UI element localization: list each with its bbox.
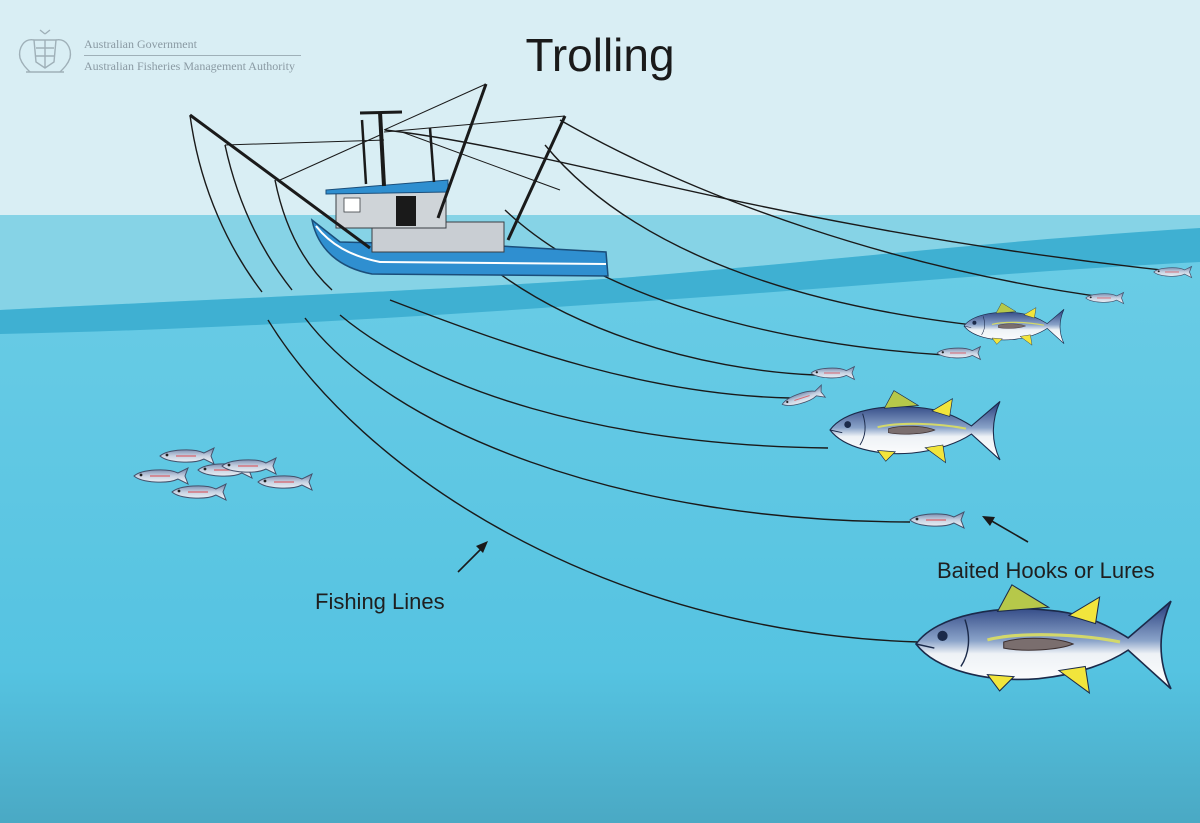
fishing-lines-arrow — [457, 541, 488, 573]
government-logo: Australian Government Australian Fisheri… — [12, 28, 301, 76]
fishing-lines-label: Fishing Lines — [315, 589, 445, 614]
government-name: Australian Government — [84, 37, 197, 51]
coat-of-arms-icon — [18, 29, 72, 73]
baited-hooks-label: Baited Hooks or Lures — [937, 558, 1155, 583]
wave-crest — [0, 228, 1200, 334]
fishing-lines — [189, 114, 1181, 643]
trawler-boat — [189, 83, 609, 277]
agency-name: Australian Fisheries Management Authorit… — [84, 59, 295, 73]
diagram-title: Trolling — [525, 29, 675, 81]
logo-divider — [84, 55, 301, 56]
baited-hooks-arrow — [982, 516, 1029, 543]
